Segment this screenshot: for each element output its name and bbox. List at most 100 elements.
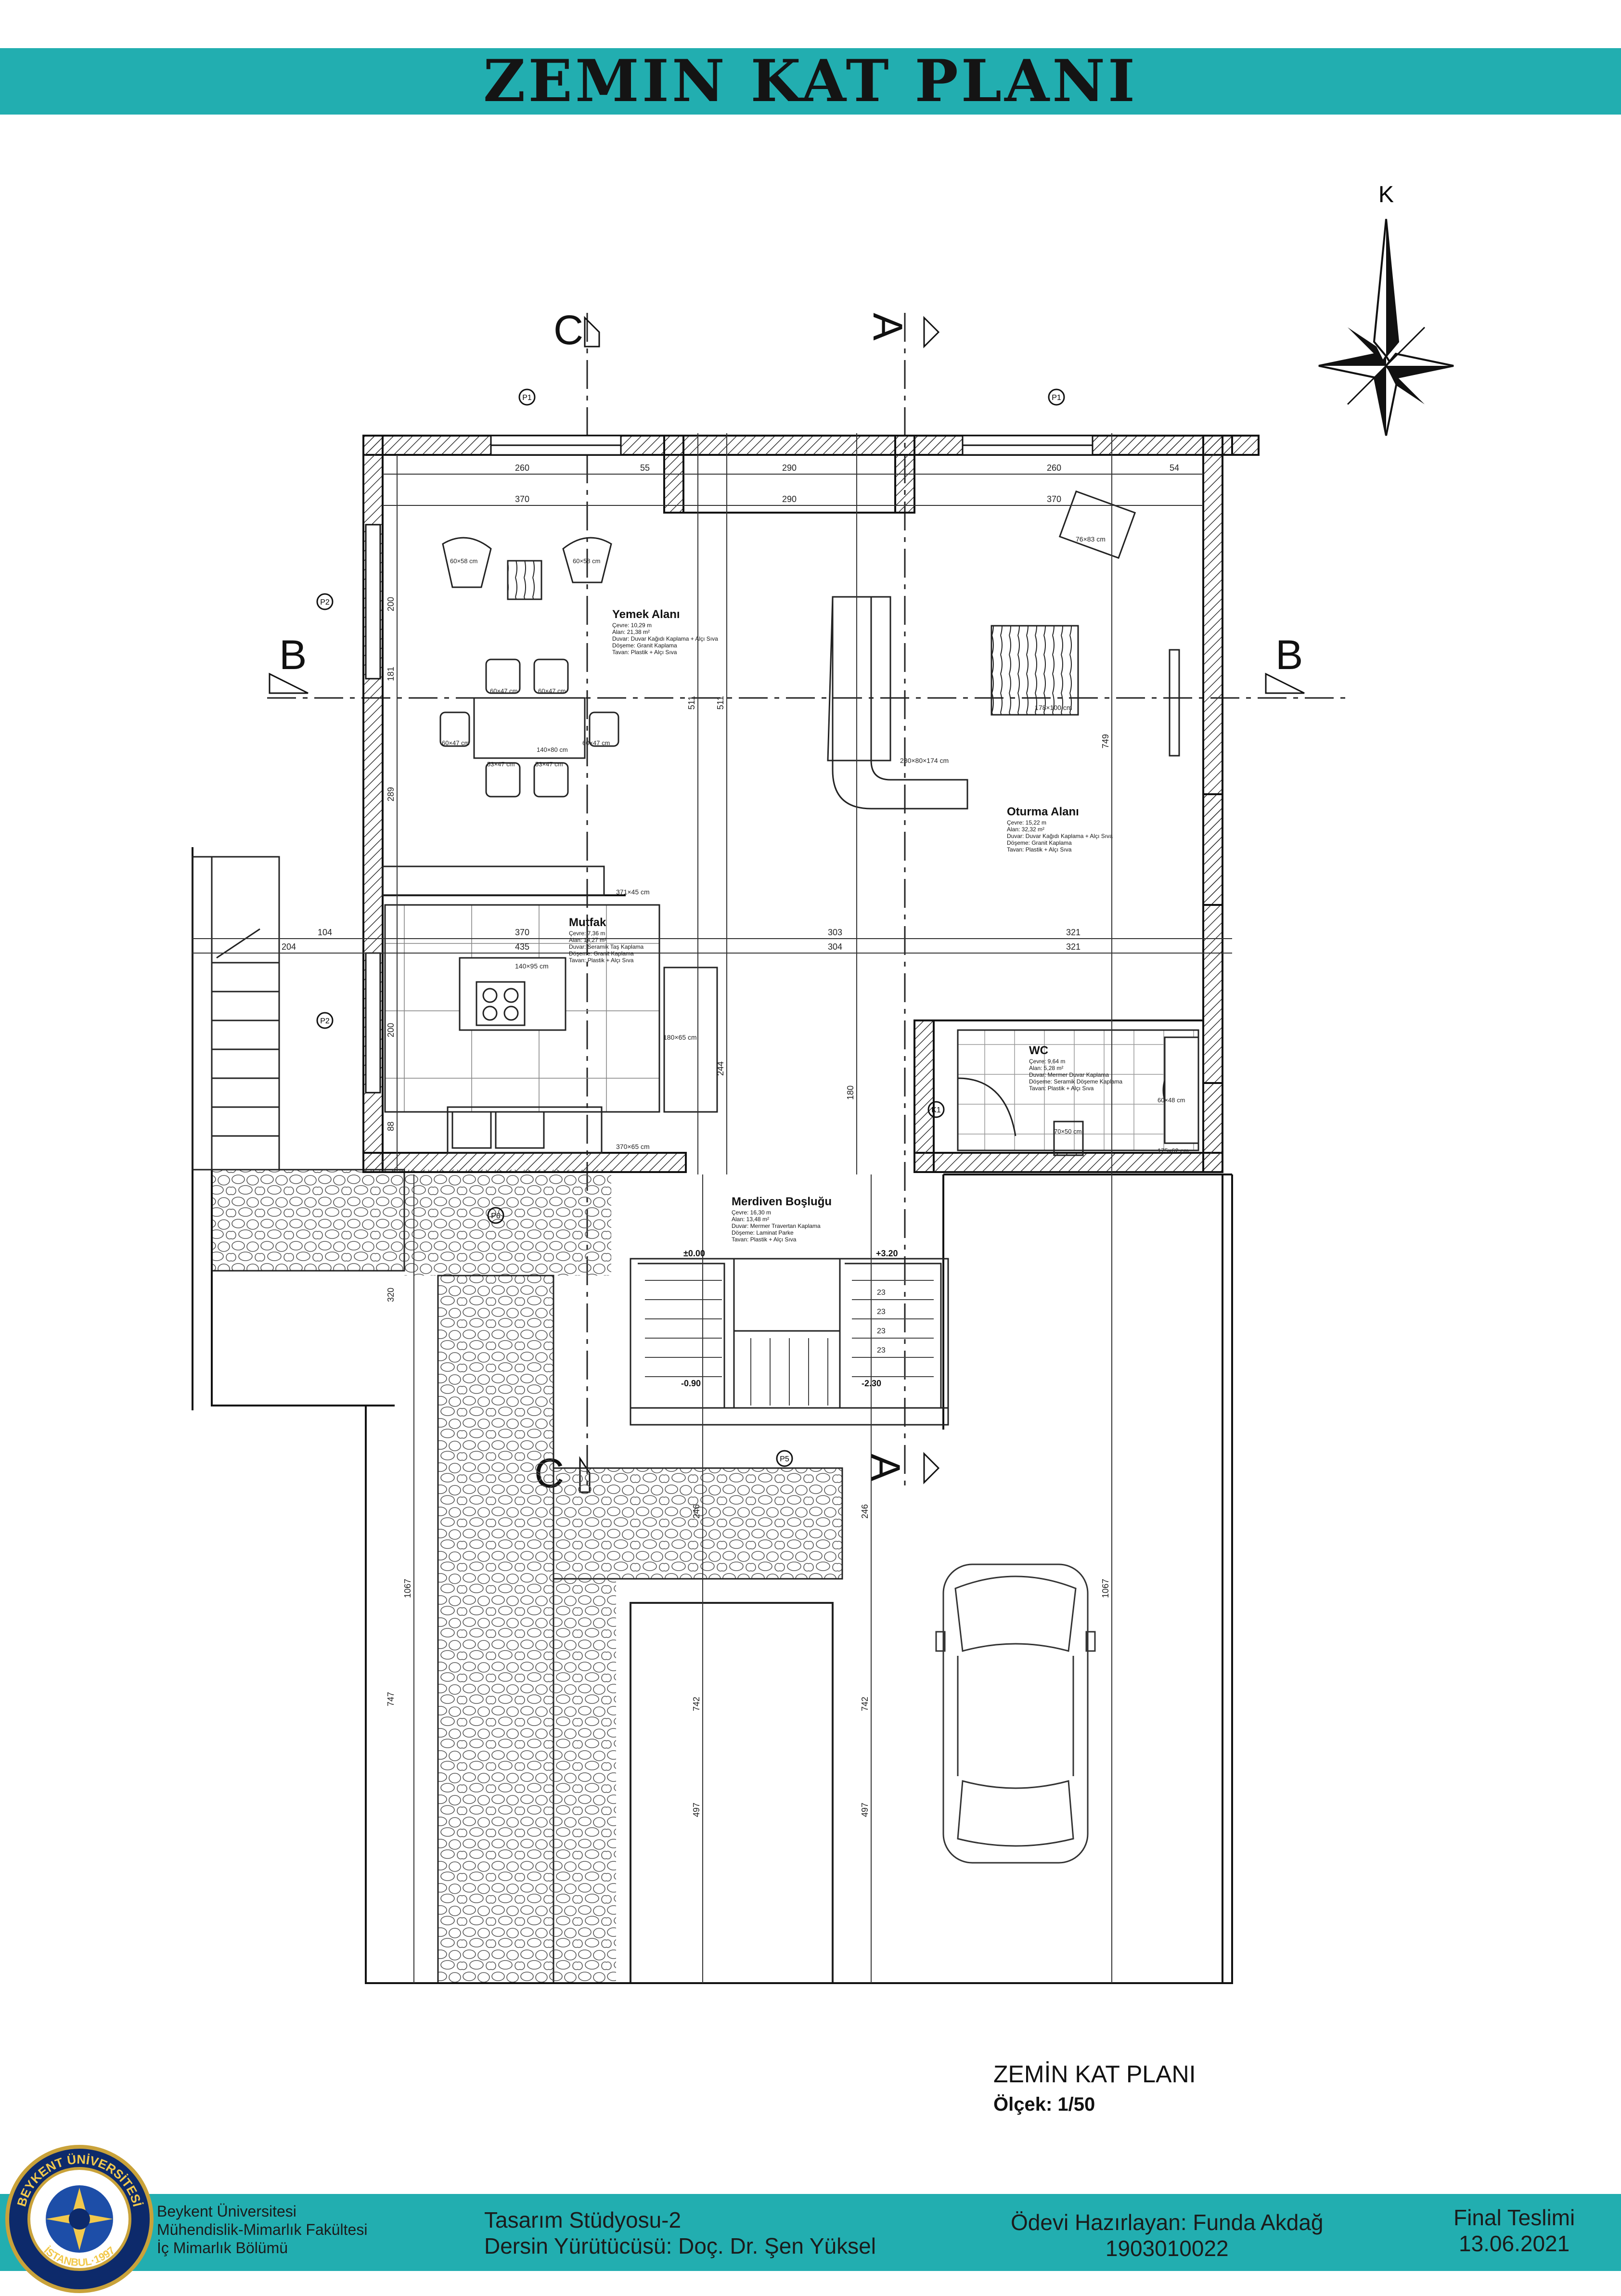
university-seal-icon: BEYKENT ÜNİVERSİTESİ İSTANBUL·1997: [5, 2145, 154, 2293]
svg-text:60×58 cm: 60×58 cm: [573, 557, 600, 565]
svg-text:178×100 cm: 178×100 cm: [1035, 704, 1072, 711]
svg-text:P2: P2: [320, 598, 330, 606]
dining-furniture-labels: 60×58 cm 60×58 cm 60×47 cm 60×47 cm 60×4…: [442, 557, 610, 768]
dining-furniture: [439, 537, 619, 798]
svg-text:497: 497: [692, 1803, 701, 1817]
svg-text:P6: P6: [491, 1212, 501, 1220]
room-label-wc: WC Çevre: 9,64 m Alan: 5,28 m² Duvar: Me…: [1029, 1044, 1123, 1092]
svg-text:260: 260: [515, 463, 529, 473]
title-band: ZEMIN KAT PLANI: [0, 48, 1621, 115]
room-name: Merdiven Boşluğu: [732, 1195, 832, 1208]
svg-text:88: 88: [386, 1122, 396, 1131]
svg-text:60×48 cm: 60×48 cm: [1158, 1096, 1185, 1104]
site-boundary: [192, 847, 1233, 1984]
svg-text:P1: P1: [1052, 394, 1061, 402]
car-icon: [935, 1563, 1096, 1864]
svg-text:290: 290: [782, 494, 797, 504]
svg-text:1067: 1067: [1101, 1579, 1110, 1598]
svg-text:435: 435: [515, 942, 529, 952]
svg-text:23: 23: [877, 1346, 886, 1354]
svg-text:321: 321: [1066, 928, 1081, 937]
footer-submission: Final Teslimi 13.06.2021: [1454, 2205, 1575, 2256]
svg-text:76×83 cm: 76×83 cm: [1076, 535, 1106, 543]
svg-text:23: 23: [877, 1289, 886, 1297]
svg-text:497: 497: [860, 1803, 870, 1817]
svg-text:-0.90: -0.90: [681, 1379, 701, 1388]
room-label-kitchen: Mutfak Çevre: 7,36 m Alan: 14,27 m² Duva…: [569, 916, 644, 964]
room-label-dining: Yemek Alanı Çevre: 10,29 m Alan: 21,38 m…: [612, 608, 718, 656]
svg-text:370: 370: [515, 494, 529, 504]
svg-text:180: 180: [846, 1085, 855, 1100]
svg-text:175×62 cm: 175×62 cm: [1158, 1147, 1189, 1154]
svg-text:181: 181: [386, 667, 396, 681]
room-label-stair: Merdiven Boşluğu Çevre: 16,30 m Alan: 13…: [732, 1195, 832, 1243]
svg-text:A: A: [862, 1454, 908, 1482]
footer-band: [0, 2194, 1621, 2271]
section-lines: [267, 313, 1348, 1492]
svg-text:511: 511: [716, 696, 725, 710]
svg-text:200: 200: [386, 1023, 396, 1037]
svg-text:P1: P1: [522, 394, 532, 402]
svg-text:204: 204: [282, 942, 296, 952]
page-title: ZEMIN KAT PLANI: [483, 47, 1138, 115]
svg-text:70×50 cm: 70×50 cm: [1054, 1128, 1081, 1135]
side-stair: [192, 856, 280, 1171]
level-markers: ±0.00 +3.20 -0.90 -2.30: [681, 1249, 898, 1388]
room-name: Yemek Alanı: [612, 608, 680, 621]
windows: [365, 435, 1094, 1094]
svg-text:244: 244: [716, 1061, 725, 1076]
svg-text:B: B: [1275, 632, 1303, 678]
svg-text:747: 747: [386, 1692, 396, 1706]
wc-fixtures: [957, 1029, 1199, 1156]
svg-text:200: 200: [386, 597, 396, 611]
svg-text:742: 742: [860, 1697, 870, 1711]
wc-labels: 70×50 cm 60×48 cm 175×62 cm: [1054, 1096, 1189, 1154]
svg-text:C: C: [553, 307, 583, 353]
stair-step-dims: 23 23 23 23: [877, 1289, 886, 1354]
svg-text:54: 54: [1170, 463, 1179, 473]
svg-text:B: B: [279, 632, 307, 678]
svg-text:23: 23: [877, 1308, 886, 1316]
svg-text:±0.00: ±0.00: [683, 1249, 705, 1258]
svg-text:290: 290: [782, 463, 797, 473]
svg-text:511: 511: [687, 696, 696, 710]
svg-text:180×65 cm: 180×65 cm: [663, 1033, 697, 1041]
svg-text:320: 320: [386, 1288, 396, 1302]
svg-text:140×80 cm: 140×80 cm: [537, 746, 568, 753]
room-name: Oturma Alanı: [1007, 805, 1079, 818]
svg-text:23: 23: [877, 1327, 886, 1335]
svg-text:280×80×174 cm: 280×80×174 cm: [900, 757, 949, 764]
svg-text:60×47 cm: 60×47 cm: [490, 687, 517, 695]
svg-text:303: 303: [828, 928, 842, 937]
north-arrow-icon: K: [1318, 182, 1454, 436]
svg-text:246: 246: [692, 1504, 701, 1519]
room-name: Mutfak: [569, 916, 606, 929]
svg-text:749: 749: [1101, 734, 1110, 748]
room-name: WC: [1029, 1044, 1048, 1057]
garden-stone-paving: [211, 1169, 843, 1984]
dimension-text: 260 55 290 260 54 370 290 370 104 370 30…: [282, 463, 1179, 952]
living-furniture-labels: 280×80×174 cm 76×83 cm 178×100 cm: [900, 535, 1106, 764]
footer-course: Tasarım Stüdyosu-2 Dersin Yürütücüsü: Do…: [484, 2207, 876, 2258]
living-furniture: [827, 490, 1180, 810]
svg-text:55: 55: [640, 463, 650, 473]
svg-text:53×47 cm: 53×47 cm: [535, 761, 563, 768]
svg-text:140×95 cm: 140×95 cm: [515, 962, 549, 970]
svg-text:-2.30: -2.30: [862, 1379, 881, 1388]
svg-text:289: 289: [386, 787, 396, 801]
svg-text:371×45 cm: 371×45 cm: [616, 888, 650, 896]
svg-text:246: 246: [860, 1504, 870, 1519]
svg-text:370: 370: [515, 928, 529, 937]
dimension-lines: [193, 433, 1232, 1983]
svg-text:53×47 cm: 53×47 cm: [487, 761, 515, 768]
footer-university: Beykent Üniversitesi Mühendislik-Mimarlı…: [157, 2203, 368, 2257]
svg-text:321: 321: [1066, 942, 1081, 952]
svg-text:370×65 cm: 370×65 cm: [616, 1143, 650, 1150]
svg-text:A: A: [864, 313, 911, 341]
stair: [630, 1258, 949, 1426]
svg-text:K1: K1: [931, 1106, 941, 1114]
north-label: K: [1378, 182, 1394, 207]
svg-text:742: 742: [692, 1697, 701, 1711]
kitchen-fixtures: [382, 865, 718, 1154]
